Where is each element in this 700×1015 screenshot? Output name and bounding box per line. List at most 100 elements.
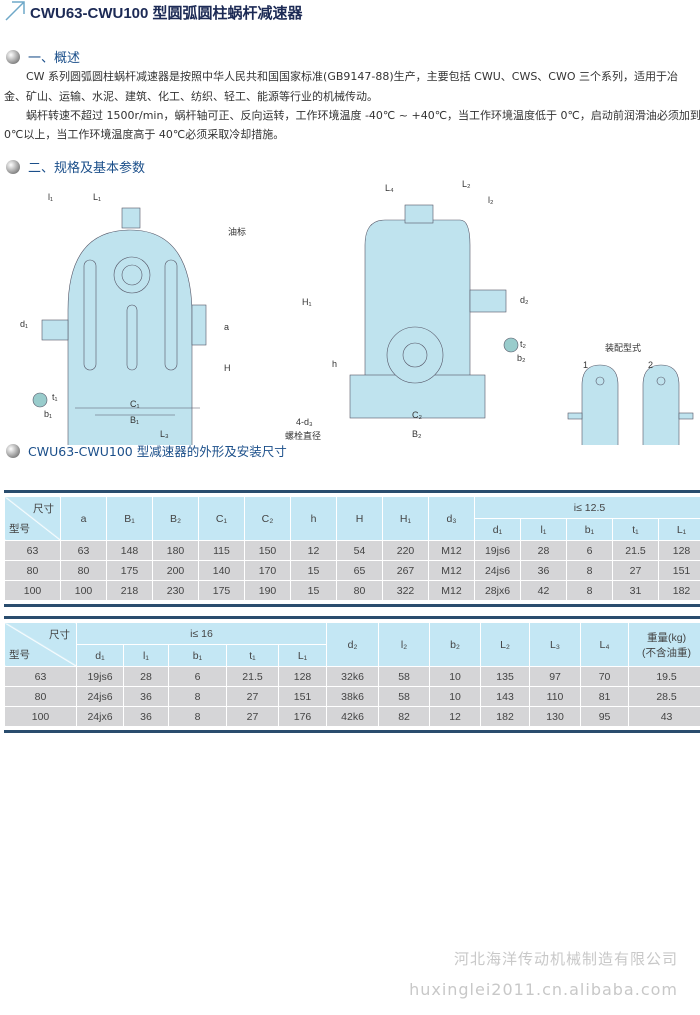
col-header: L₁: [657, 518, 700, 541]
table-cell: 58: [378, 666, 431, 687]
table-cell: 143: [480, 686, 531, 707]
paragraph-line: 蜗杆转速不超过 1500r/min，蜗杆轴可正、反向运转，工作环境温度 -40℃…: [26, 109, 700, 122]
section-spec-heading: 二、规格及基本参数: [6, 157, 145, 176]
table-cell: 10: [429, 666, 482, 687]
table-cell: 80: [4, 686, 77, 707]
col-header: C₂: [244, 496, 291, 541]
table-cell: 100: [4, 706, 77, 727]
bullet-icon: [6, 159, 20, 174]
table-cell: M12: [428, 560, 475, 581]
table-cell: 190: [244, 580, 291, 601]
table-cell: 148: [106, 540, 153, 561]
table-cell: 28jx6: [474, 580, 521, 601]
table-cell: 140: [198, 560, 245, 581]
col-header: b₁: [566, 518, 613, 541]
table-cell: 32k6: [326, 666, 380, 687]
table-cell: 15: [290, 560, 337, 581]
table-cell: 267: [382, 560, 429, 581]
section-dims-heading: CWU63-CWU100 型减速器的外形及安装尺寸: [6, 441, 287, 460]
dim-label: B₁: [130, 415, 139, 425]
table-cell: 36: [123, 686, 169, 707]
table-cell: 36: [123, 706, 169, 727]
col-header: l₂: [378, 622, 431, 667]
table-cell: M12: [428, 580, 475, 601]
col-header: H: [336, 496, 383, 541]
paragraph-line: 金、矿山、运输、水泥、建筑、化工、纺织、轻工、能源等行业的机械传动。: [4, 90, 378, 103]
table-cell: M12: [428, 540, 475, 561]
table-cell: 63: [4, 540, 61, 561]
table-cell: 63: [60, 540, 107, 561]
table-cell: 110: [529, 686, 582, 707]
table-cell: 24js6: [474, 560, 521, 581]
table-cell: 8: [566, 580, 613, 601]
dim-label: C₂: [412, 410, 422, 420]
table-cell: 8: [168, 706, 227, 727]
section-overview-heading: 一、概述: [6, 47, 80, 66]
col-header: B₂: [152, 496, 199, 541]
table-cell: 135: [480, 666, 531, 687]
dim-label: H₁: [302, 297, 312, 307]
col-header: d₃: [428, 496, 475, 541]
table-cell: 36: [520, 560, 567, 581]
table-cell: 81: [580, 686, 630, 707]
heading-text: 二、规格及基本参数: [28, 161, 146, 176]
table-cell: 100: [60, 580, 107, 601]
table-cell: 21.5: [612, 540, 659, 561]
table-cell: 24jx6: [76, 706, 124, 727]
dim-label: h: [332, 359, 337, 369]
table-cell: 54: [336, 540, 383, 561]
table-cell: 82: [378, 706, 431, 727]
mounting-type-title: 装配型式: [605, 342, 641, 353]
dim-label: L₁: [93, 192, 101, 202]
heading-text: 一、概述: [28, 51, 81, 66]
paragraph-line: 0℃以上，当工作环境温度高于 40℃必须采取冷却措施。: [4, 128, 285, 141]
dim-label: B₂: [412, 429, 422, 439]
col-header: B₁: [106, 496, 153, 541]
col-header: H₁: [382, 496, 429, 541]
table-cell: 15: [290, 580, 337, 601]
table-cell: 220: [382, 540, 429, 561]
dim-label: d₂: [520, 295, 529, 305]
col-header: l₁: [520, 518, 567, 541]
mounting-types: [567, 364, 694, 445]
table-cell: 19js6: [474, 540, 521, 561]
table-cell: 31: [612, 580, 659, 601]
corner-header: 尺寸型号: [4, 622, 77, 667]
dim-label: t₂: [520, 339, 527, 349]
col-header: C₁: [198, 496, 245, 541]
dim-label: l₁: [48, 192, 53, 202]
table-cell: 230: [152, 580, 199, 601]
table-cell: 170: [244, 560, 291, 581]
dim-label: b₂: [517, 353, 526, 363]
table-cell: 43: [628, 706, 700, 727]
dim-label: L₂: [462, 179, 471, 189]
table-cell: 12: [429, 706, 482, 727]
col-header: b₂: [429, 622, 482, 667]
front-view-drawing: [32, 207, 207, 445]
table-cell: 322: [382, 580, 429, 601]
dim-label: b₁: [44, 409, 52, 419]
dim-label: H: [224, 363, 231, 373]
table-cell: 95: [580, 706, 630, 727]
dim-label: 4-d₃: [296, 417, 313, 427]
col-header: d₂: [326, 622, 380, 667]
col-header: d₁: [76, 644, 124, 667]
table-cell: 42k6: [326, 706, 380, 727]
table-cell: 27: [226, 706, 279, 727]
col-header: t₁: [226, 644, 279, 667]
bullet-icon: [6, 49, 20, 64]
col-header: L₃: [529, 622, 582, 667]
col-header: b₁: [168, 644, 227, 667]
dim-label: l₂: [488, 195, 494, 205]
table-cell: 28: [123, 666, 169, 687]
reducer-drawings: L₁ l₁ 油标 d₁ a H t₁ b₁ C₁ B₁ L₃ L₄ L₂ l₂ …: [20, 179, 694, 445]
table-cell: 97: [529, 666, 582, 687]
dim-label: a: [224, 322, 229, 332]
group-header: i≤ 16: [75, 622, 328, 645]
oil-gauge-label: 油标: [228, 226, 246, 237]
table-cell: 63: [4, 666, 77, 687]
